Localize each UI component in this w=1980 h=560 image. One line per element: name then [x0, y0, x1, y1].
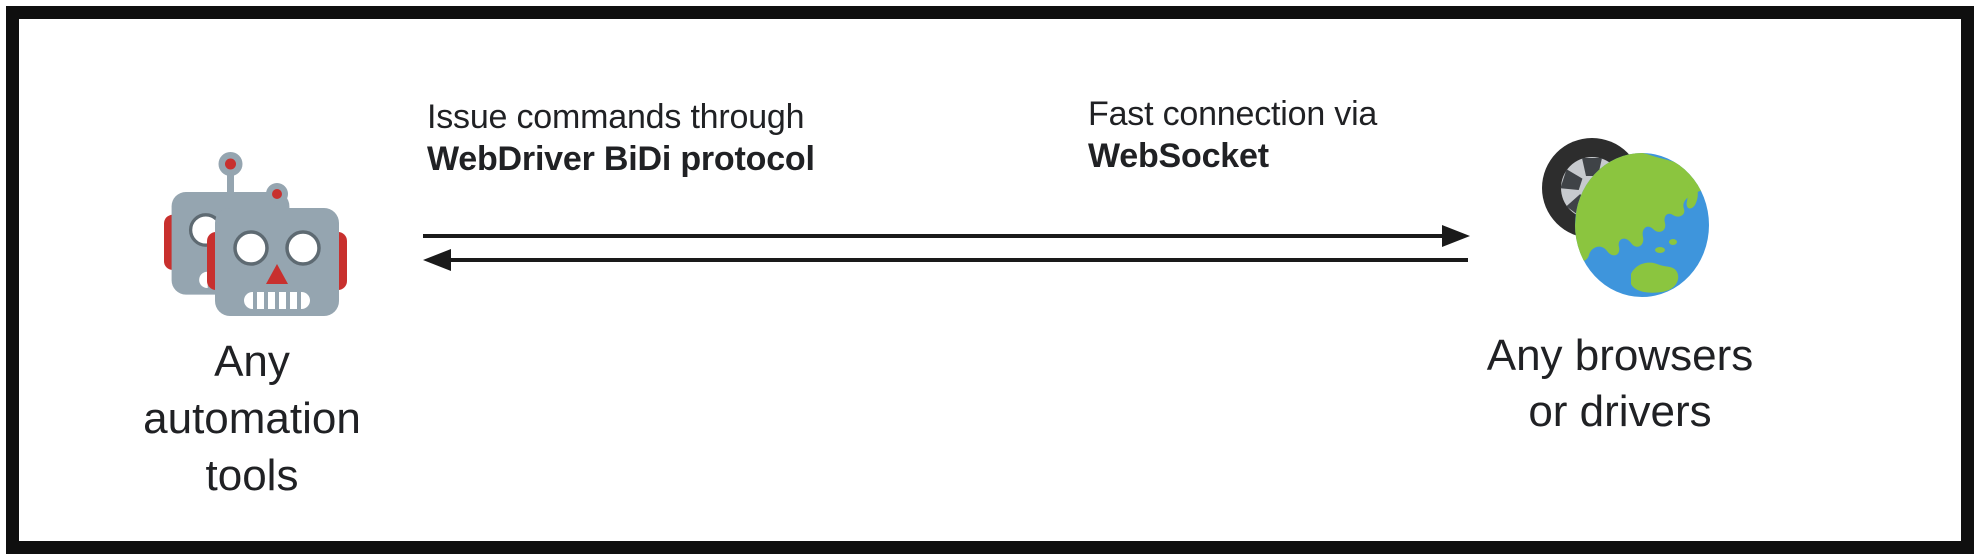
robot-back	[162, 152, 299, 297]
right-node-label-line: Any browsers	[1486, 331, 1754, 380]
wheel-globe-icon	[1542, 138, 1709, 297]
left-node-label-line: Any	[214, 337, 290, 386]
left-node-label: Any automation tools	[92, 333, 412, 504]
robot-front	[205, 183, 349, 318]
right-node-label: Any browsers or drivers	[1450, 328, 1790, 440]
forward-arrow	[423, 225, 1470, 247]
connection-label: Fast connection via WebSocket	[1088, 93, 1377, 177]
globe-icon	[1575, 153, 1709, 297]
connection-label-line2: WebSocket	[1088, 137, 1269, 175]
arrow-left-head	[423, 249, 451, 271]
right-node-label-line: or drivers	[1528, 387, 1712, 436]
connection-label-line1: Fast connection via	[1088, 95, 1378, 133]
arrow-right-head	[1442, 225, 1470, 247]
robots-icon	[162, 152, 349, 318]
command-label-line2: WebDriver BiDi protocol	[427, 140, 815, 178]
command-label-line1: Issue commands through	[427, 98, 805, 136]
backward-arrow	[423, 249, 1468, 271]
command-label: Issue commands through WebDriver BiDi pr…	[427, 96, 815, 180]
left-node-label-line: automation	[143, 394, 361, 443]
left-node-label-line: tools	[205, 451, 299, 500]
bidirectional-arrows	[423, 225, 1470, 271]
